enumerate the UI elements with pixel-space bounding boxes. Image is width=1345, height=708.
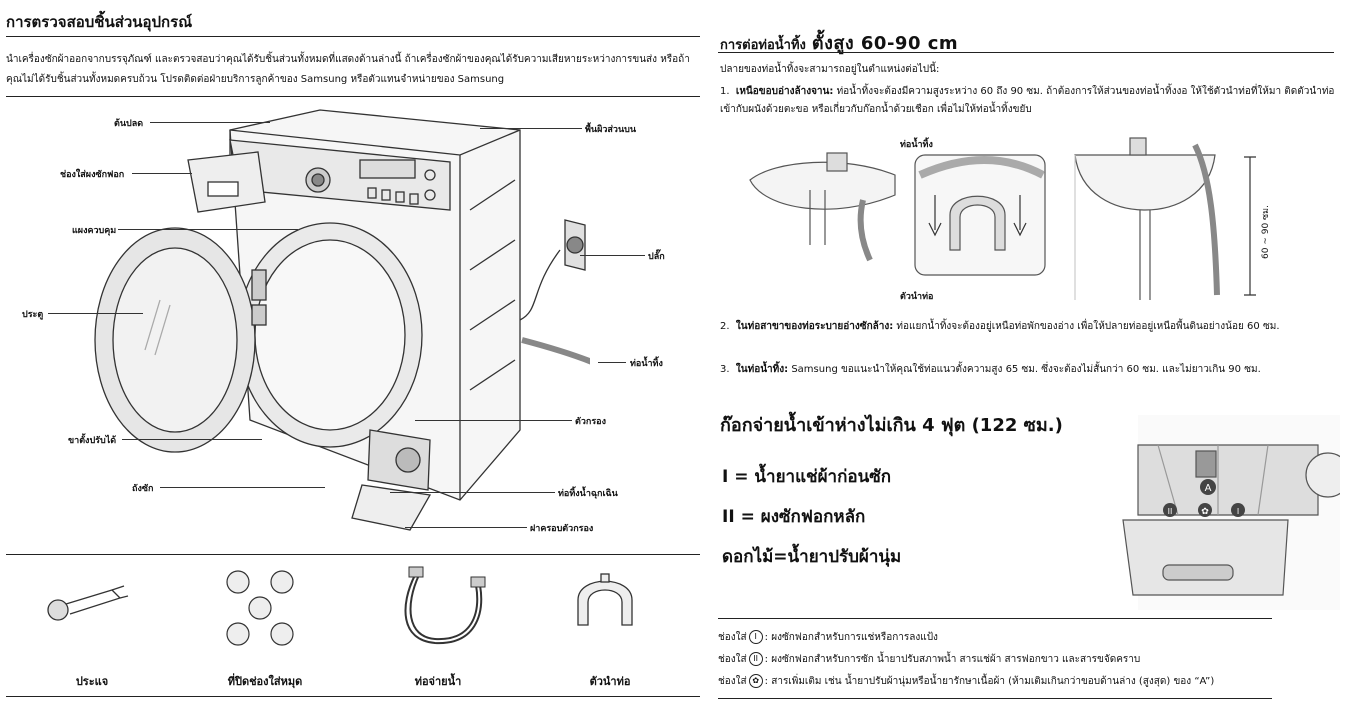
drain-item-3: 3. ในท่อน้ำทิ้ง: Samsung ขอแนะนำให้คุณใช… [720,364,1261,375]
legend-main-wash: II = ผงซักฟอกหลัก [722,507,866,527]
accessory-label-hose-guide: ตัวนำท่อ [589,675,631,688]
spanner-icon [47,585,129,621]
bolt-caps-icon [226,570,294,646]
note-compartment-ii: ช่องใส่II: ผงซักฟอกสำหรับการซัก น้ำยาปรั… [718,652,1141,666]
callout-control-panel: แผงควบคุม [72,226,117,236]
accessories-bottom-rule [6,696,700,697]
drawer-label-ii: II [1168,507,1173,516]
callout-adjustable-feet: ขาตั้งปรับได้ [68,436,117,446]
callout-plug-top: ต้นปลด [114,119,144,129]
water-supply-hose-icon [404,566,486,645]
washing-machine-illustration [94,109,590,531]
compartment-flower-icon: ✿ [748,674,763,688]
note-compartment-softener: ช่องใส่✿: สารเพิ่มเติม เช่น น้ำยาปรับผ้า… [718,674,1215,688]
compartment-i-icon: I [748,630,763,644]
drawer-label-a: A [1205,483,1212,494]
drain-title-height: ตั้งสูง 60-90 cm [811,33,959,54]
title-rule [6,36,700,37]
notes-top-rule [718,618,1272,619]
accessory-label-bolt-caps: ที่ปิดช่องใส่หมุด [227,675,303,688]
notes-bottom-rule [718,698,1272,699]
accessories-top-rule [6,554,700,555]
hose-guide-icon [577,573,633,626]
intro-paragraph: นำเครื่องซักผ้าออกจากบรรจุภัณฑ์ และตรวจส… [6,54,690,85]
note-compartment-i: ช่องใส่I: ผงซักฟอกสำหรับการแช่หรือการลงแ… [718,630,938,644]
callout-emergency-drain: ท่อทิ้งน้ำฉุกเฉิน [558,489,618,499]
diagram-label-guide: ตัวนำท่อ [900,292,934,302]
drawer-label-i: I [1237,507,1239,516]
accessory-label-spanner: ประแจ [75,675,109,688]
drain-section-title: การต่อท่อน้ำทิ้ง ตั้งสูง 60-90 cm [720,28,958,57]
legend-prewash: I = น้ำยาแช่ผ้าก่อนซัก [722,467,892,487]
compartment-ii-icon: II [748,652,763,666]
tap-distance-heading: ก๊อกจ่ายน้ำเข้าห่างไม่เกิน 4 ฟุต (122 ซม… [720,415,1063,436]
diagram-label-hose: ท่อน้ำทิ้ง [900,140,933,150]
drain-title-prefix: การต่อท่อน้ำทิ้ง [720,38,806,53]
detergent-drawer-illustration: A II ✿ I [1122,415,1340,610]
diagram-label-height: 60 ~ 90 ซม. [1260,205,1271,259]
section-title-parts: การตรวจสอบชิ้นส่วนอุปกรณ์ [6,13,193,31]
drain-item-2: 2. ในท่อสาขาของท่อระบายอ่างซักล้าง: ท่อแ… [720,321,1280,332]
drain-title-rule [718,52,1334,53]
callout-filter: ตัวกรอง [575,417,606,427]
callout-filter-cover: ฝาครอบตัวกรอง [530,524,594,534]
accessory-label-supply-hose: ท่อจ่ายน้ำ [414,675,462,688]
callout-drum: ถังซัก [132,484,154,494]
callout-plug: ปลั๊ก [648,252,665,262]
callout-detergent-drawer: ช่องใส่ผงซักฟอก [60,170,125,180]
callout-drain-hose: ท่อน้ำทิ้ง [630,359,663,369]
legend-softener: ดอกไม้=น้ำยาปรับผ้านุ่ม [722,547,902,567]
drain-lead: ปลายของท่อน้ำทิ้งจะสามารถอยู่ในตำแหน่งต่… [720,64,940,75]
callout-worktop: พื้นผิวส่วนบน [585,125,636,135]
drain-item-1: 1. เหนือขอบอ่างล้างจาน: ท่อน้ำทิ้งจะต้อง… [720,86,1335,115]
intro-rule [6,96,700,97]
callout-door: ประตู [22,310,44,320]
drain-height-diagram [749,137,1256,300]
drawer-flower-icon: ✿ [1201,507,1209,517]
